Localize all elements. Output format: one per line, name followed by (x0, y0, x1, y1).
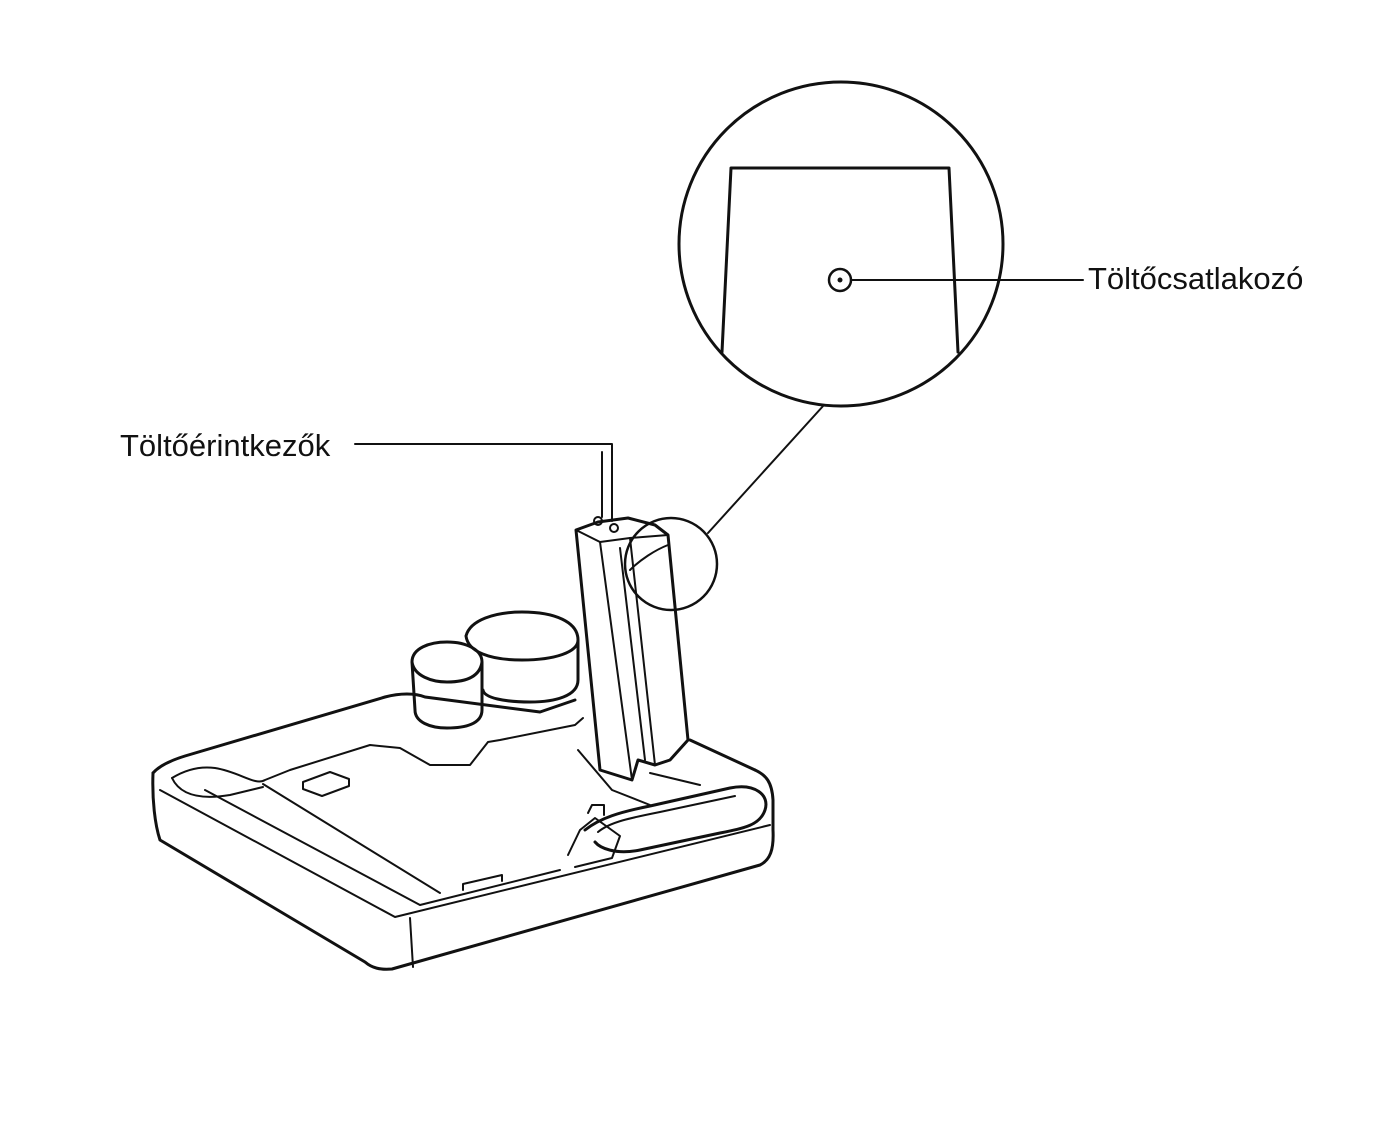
base-clip (587, 804, 605, 816)
post-front-edge (575, 529, 633, 781)
base-right-pad-inner (597, 795, 736, 833)
charging-contacts-label: Töltőérintkezők (120, 428, 331, 463)
detail-magnifier (677, 80, 1084, 408)
contact-pin-right (609, 523, 619, 533)
holder-cups (410, 610, 580, 730)
source-circle (623, 516, 719, 612)
detail-circle (677, 80, 1005, 408)
post-channel (619, 537, 656, 766)
detail-post-outline (720, 166, 960, 354)
charging-base (151, 692, 775, 971)
floor-slot (302, 771, 350, 797)
base-outer-body (151, 768, 775, 971)
large-cup (464, 610, 580, 704)
front-notch (462, 874, 503, 891)
charging-port-dot (837, 277, 843, 283)
base-corner-line (409, 917, 414, 968)
base-inner-left-wall (171, 777, 264, 798)
base-ramp (567, 817, 621, 868)
base-lip-line (159, 789, 771, 918)
base-inner-floor (171, 717, 584, 783)
charging-port-label: Töltőcsatlakozó (1088, 261, 1303, 296)
post-outline (574, 516, 690, 782)
base-floor-diagonal (262, 783, 441, 894)
contact-pin-left (593, 516, 603, 526)
base-right-pad (583, 785, 768, 854)
base-inner-front (204, 789, 561, 906)
small-cup (410, 640, 484, 730)
post-shadow-lines (577, 749, 701, 806)
charging-contacts-leader (354, 443, 613, 522)
zoom-connector-line (707, 404, 825, 534)
base-rim-outer (151, 692, 757, 775)
charging-post (574, 516, 690, 782)
post-side-curve (629, 544, 669, 571)
